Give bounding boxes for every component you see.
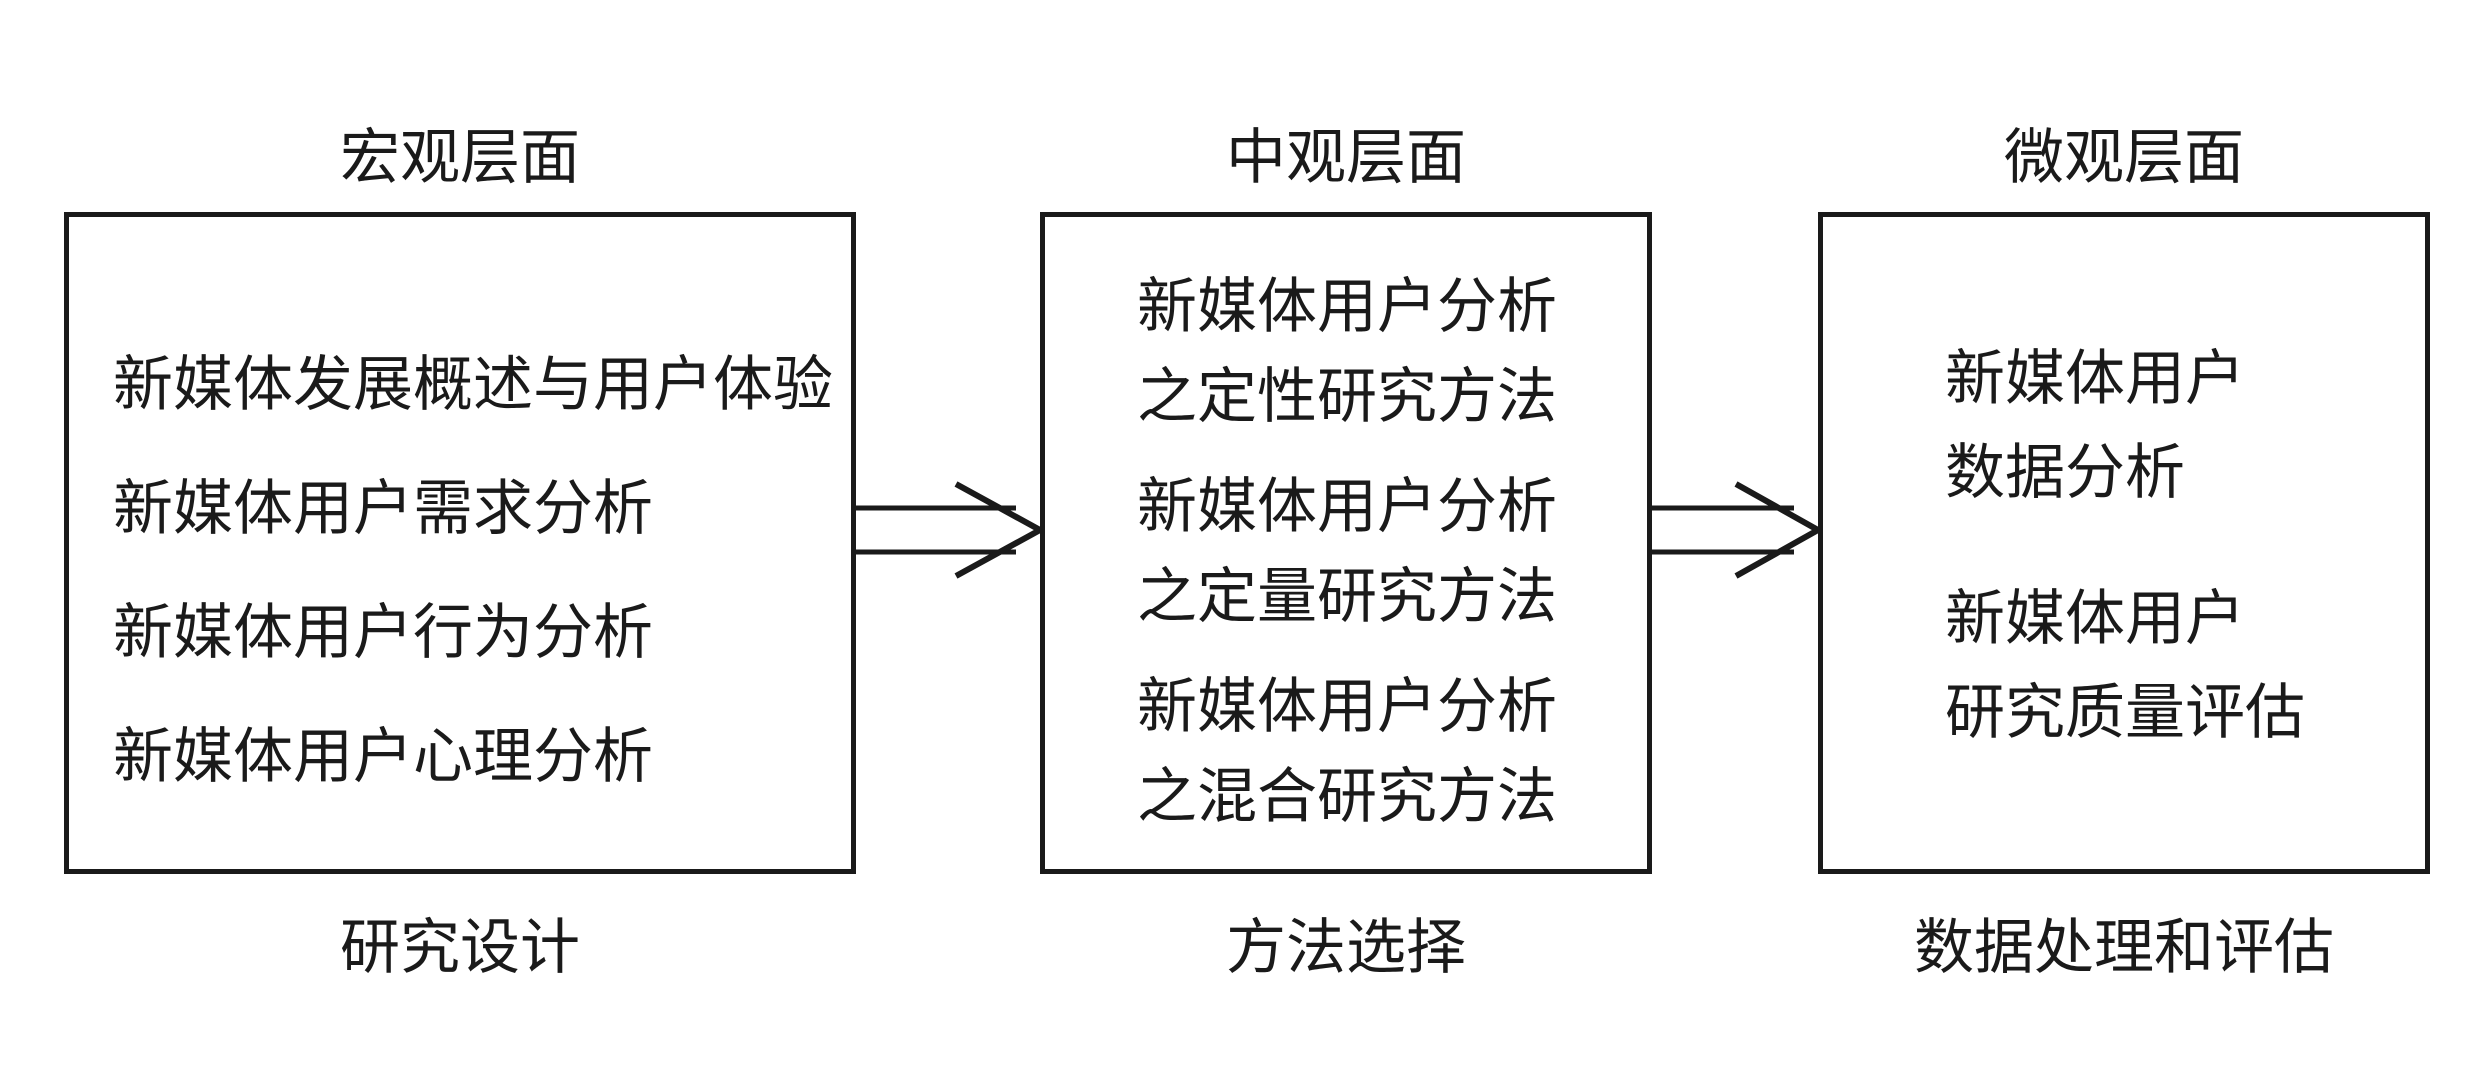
micro-item: 新媒体用户 — [1945, 344, 2245, 414]
meso-item: 新媒体用户分析 — [1137, 472, 1557, 542]
macro-box: 新媒体发展概述与用户体验 新媒体用户需求分析 新媒体用户行为分析 新媒体用户心理… — [64, 212, 856, 874]
micro-item: 新媒体用户 — [1945, 584, 2245, 654]
macro-item: 新媒体用户需求分析 — [113, 474, 653, 544]
micro-item: 数据分析 — [1945, 438, 2185, 508]
meso-box: 新媒体用户分析 之定性研究方法 新媒体用户分析 之定量研究方法 新媒体用户分析 … — [1040, 212, 1652, 874]
micro-box: 新媒体用户 数据分析 新媒体用户 研究质量评估 — [1818, 212, 2430, 874]
stage-caption-design: 研究设计 — [340, 913, 580, 983]
meso-item: 新媒体用户分析 — [1137, 272, 1557, 342]
meso-level-title: 中观层面 — [1226, 123, 1466, 193]
meso-item: 新媒体用户分析 — [1137, 672, 1557, 742]
macro-level-title: 宏观层面 — [340, 123, 580, 193]
stage-caption-data: 数据处理和评估 — [1914, 913, 2334, 983]
meso-item: 之混合研究方法 — [1137, 762, 1557, 832]
macro-item: 新媒体发展概述与用户体验 — [113, 350, 833, 420]
macro-item: 新媒体用户心理分析 — [113, 722, 653, 792]
macro-item: 新媒体用户行为分析 — [113, 598, 653, 668]
stage-caption-method: 方法选择 — [1226, 913, 1466, 983]
micro-item: 研究质量评估 — [1945, 678, 2305, 748]
meso-item: 之定性研究方法 — [1137, 362, 1557, 432]
meso-item: 之定量研究方法 — [1137, 562, 1557, 632]
micro-level-title: 微观层面 — [2004, 123, 2244, 193]
